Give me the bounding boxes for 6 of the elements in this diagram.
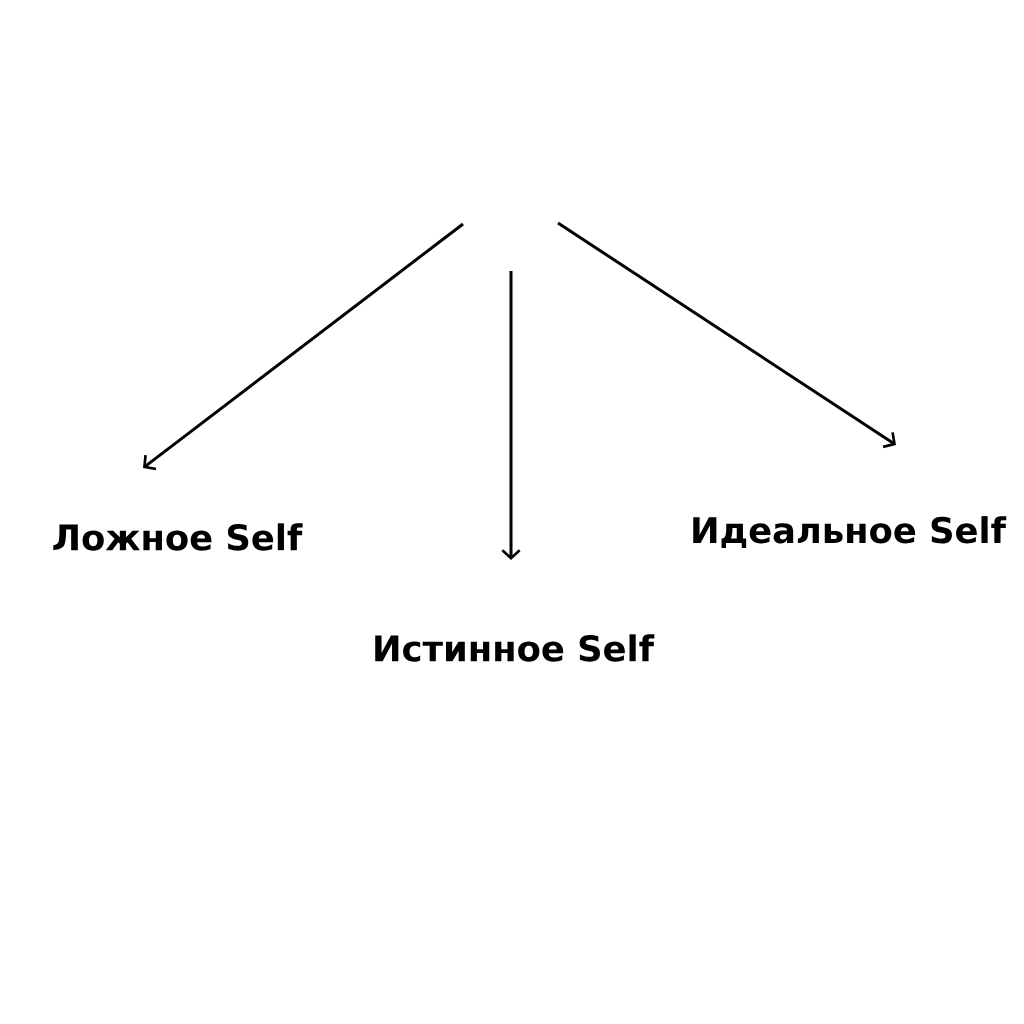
arrow — [143, 222, 464, 471]
arrow — [501, 271, 521, 560]
text-label: Истинное Self — [375, 634, 655, 662]
text-label: Ложное Self — [53, 523, 303, 551]
arrow — [557, 221, 896, 449]
text-label: Идеальное Self — [693, 516, 1007, 548]
